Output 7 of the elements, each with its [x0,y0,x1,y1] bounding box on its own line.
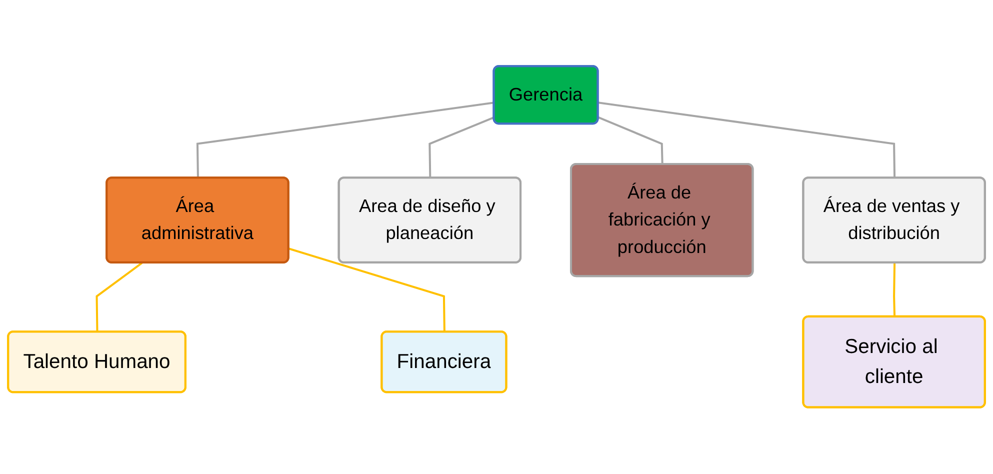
connector [598,116,664,165]
connector [96,262,143,332]
connector [288,248,446,332]
connector [428,116,495,178]
connector [893,263,896,318]
connector [598,102,896,178]
connector [196,102,494,178]
